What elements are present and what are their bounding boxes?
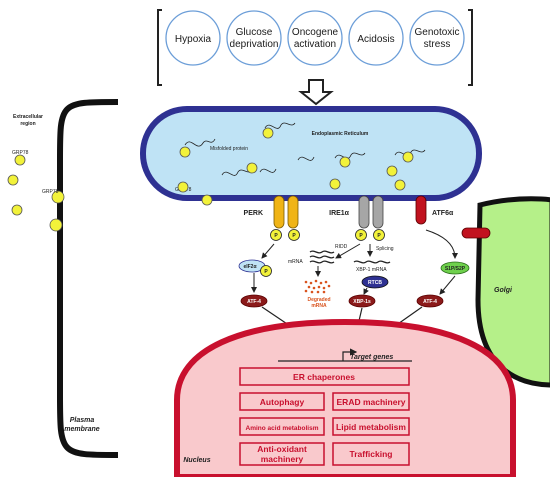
mrna-strands — [309, 250, 335, 264]
degraded-mrna — [304, 279, 331, 294]
svg-text:RTCB: RTCB — [368, 280, 382, 286]
svg-text:Hypoxia: Hypoxia — [175, 34, 212, 45]
svg-text:GRP78: GRP78 — [12, 150, 29, 156]
grp78-membrane — [51, 190, 65, 204]
svg-text:Anti-oxidant: Anti-oxidant — [257, 444, 307, 454]
endoplasmic-reticulum — [140, 106, 482, 201]
svg-text:membrane: membrane — [64, 426, 100, 433]
atf6-golgi — [461, 227, 491, 239]
target-box-er-chaperones: ER chaperones — [239, 367, 410, 386]
svg-text:Extracellular: Extracellular — [13, 114, 43, 120]
svg-text:Splicing: Splicing — [376, 246, 394, 252]
svg-text:eIF2α: eIF2α — [243, 264, 257, 270]
svg-text:Acidosis: Acidosis — [357, 34, 394, 45]
svg-text:Autophagy: Autophagy — [260, 397, 305, 407]
rtcb — [361, 275, 389, 289]
target-box-erad: ERAD machinery — [332, 392, 410, 411]
svg-text:Endoplasmic Reticulum: Endoplasmic Reticulum — [312, 131, 369, 137]
svg-text:Misfolded protein: Misfolded protein — [210, 146, 248, 152]
svg-text:RIDD: RIDD — [335, 244, 348, 250]
target-box-antioxidant: Anti-oxidant machinery — [239, 442, 325, 466]
svg-text:stress: stress — [424, 39, 451, 50]
svg-text:P: P — [274, 233, 278, 239]
svg-text:Amino acid metabolism: Amino acid metabolism — [246, 425, 319, 432]
right-bracket — [468, 9, 473, 86]
golgi — [475, 196, 550, 388]
perk-sensor: P P — [270, 195, 300, 241]
svg-text:machinery: machinery — [261, 454, 304, 464]
svg-text:mRNA: mRNA — [288, 259, 303, 265]
grp78-in-er — [177, 127, 414, 206]
atf6-sensor — [415, 195, 427, 225]
svg-text:XBP-1s: XBP-1s — [353, 299, 371, 305]
atf4-atf6 — [416, 294, 444, 308]
left-bracket — [157, 9, 162, 86]
svg-text:Plasma: Plasma — [70, 417, 95, 424]
svg-text:Genotoxic: Genotoxic — [414, 27, 459, 38]
svg-text:Trafficking: Trafficking — [350, 449, 393, 459]
xbp1s — [348, 294, 376, 308]
grp78-free — [14, 154, 26, 166]
target-box-autophagy: Autophagy — [239, 392, 325, 411]
svg-text:PERK: PERK — [244, 210, 263, 217]
stressor-hypoxia: Hypoxia — [165, 10, 221, 66]
grp78-free — [7, 174, 19, 186]
target-box-amino-acid: Amino acid metabolism — [239, 417, 325, 436]
svg-text:ER chaperones: ER chaperones — [293, 372, 355, 382]
svg-text:Glucose: Glucose — [236, 27, 273, 38]
plasma-membrane — [57, 99, 119, 458]
svg-text:P: P — [292, 233, 296, 239]
s1p-s2p — [440, 261, 470, 275]
svg-text:Target genes: Target genes — [350, 354, 393, 361]
svg-text:mRNA: mRNA — [311, 303, 327, 309]
stressor-acidosis: Acidosis — [348, 10, 404, 66]
atf4-perk — [240, 294, 268, 308]
svg-text:IRE1α: IRE1α — [329, 210, 350, 217]
svg-text:P: P — [359, 233, 363, 239]
grp78-free — [11, 204, 23, 216]
svg-text:GRP78: GRP78 — [42, 189, 59, 195]
svg-text:region: region — [20, 121, 35, 127]
svg-text:Golgi: Golgi — [494, 287, 513, 294]
stressor-genotoxic-stress: Genotoxic stress — [409, 10, 465, 66]
svg-text:ATF-4: ATF-4 — [423, 299, 437, 305]
svg-text:XBP-1 mRNA: XBP-1 mRNA — [356, 267, 387, 273]
svg-text:S1P/S2P: S1P/S2P — [445, 266, 466, 272]
svg-text:P: P — [264, 269, 268, 275]
svg-text:Degraded: Degraded — [307, 297, 330, 303]
svg-text:Nucleus: Nucleus — [183, 457, 210, 464]
xbp1-mrna — [353, 260, 391, 264]
stressor-oncogene-activation: Oncogene activation — [287, 10, 343, 66]
svg-text:ERAD machinery: ERAD machinery — [337, 397, 406, 407]
svg-text:ATF6α: ATF6α — [432, 210, 454, 217]
svg-text:activation: activation — [294, 39, 336, 50]
target-box-trafficking: Trafficking — [332, 442, 410, 466]
svg-text:Lipid metabolism: Lipid metabolism — [336, 422, 406, 432]
stressor-glucose-deprivation: Glucose deprivation — [226, 10, 282, 66]
svg-text:ATF-4: ATF-4 — [247, 299, 261, 305]
ire1-sensor: P P — [355, 195, 385, 241]
svg-text:Oncogene: Oncogene — [292, 27, 339, 38]
misfolded-proteins — [184, 122, 426, 176]
svg-text:P: P — [377, 233, 381, 239]
grp78-membrane — [49, 218, 63, 232]
stress-arrow — [298, 79, 334, 106]
svg-text:deprivation: deprivation — [230, 39, 279, 50]
target-box-lipid: Lipid metabolism — [332, 417, 410, 436]
